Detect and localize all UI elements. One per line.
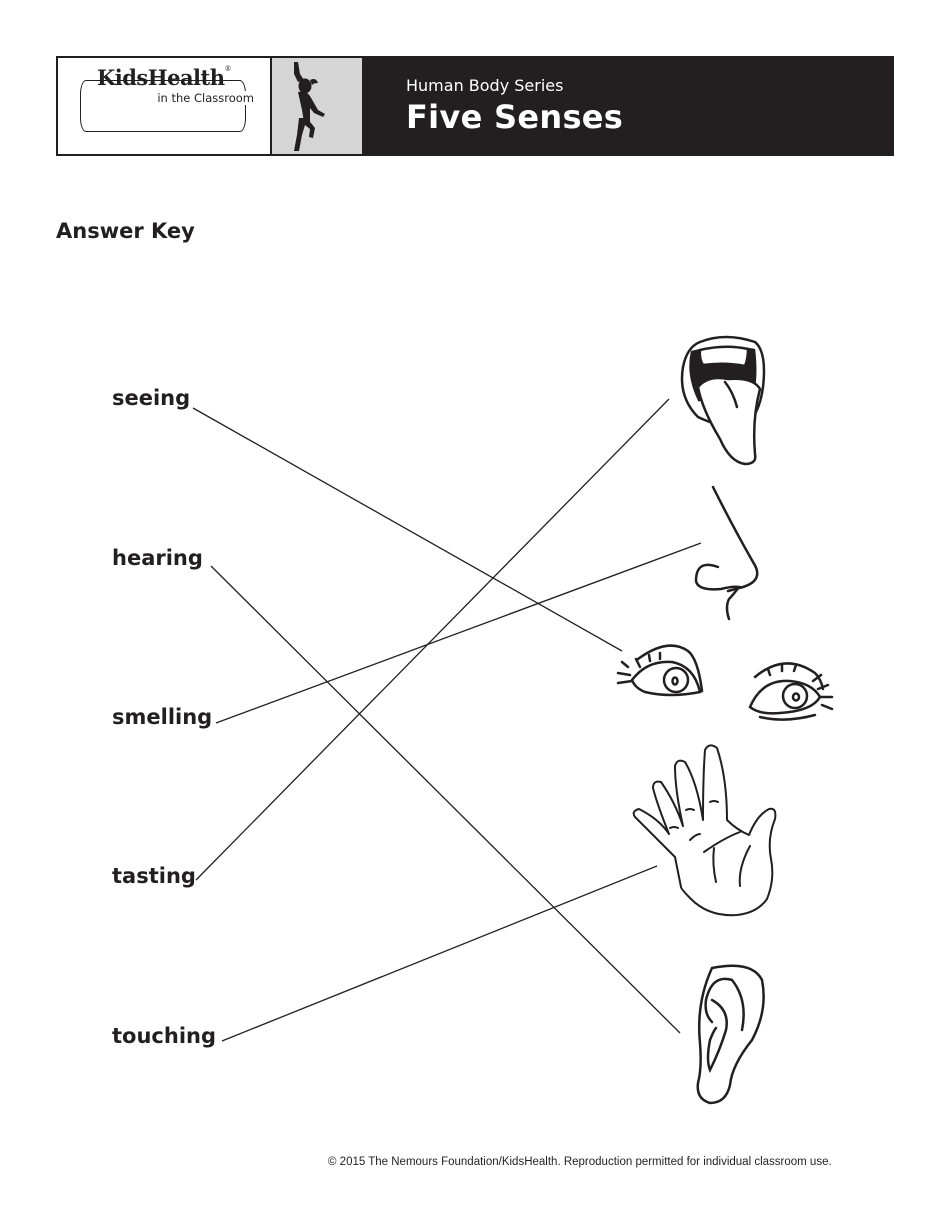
logo-subtitle: in the Classroom (155, 91, 256, 105)
sense-label-seeing: seeing (112, 386, 191, 410)
registered-mark: ® (224, 65, 232, 73)
logo-banner-frame (80, 80, 246, 132)
kidshealth-logo: KidsHealth® in the Classroom (58, 58, 272, 154)
sense-label-hearing: hearing (112, 546, 203, 570)
sense-label-touching: touching (112, 1024, 216, 1048)
sense-label-tasting: tasting (112, 864, 196, 888)
jumping-child-silhouette (272, 58, 362, 154)
nose-icon (694, 485, 759, 621)
series-label: Human Body Series (406, 76, 564, 95)
copyright-footer: © 2015 The Nemours Foundation/KidsHealth… (328, 1156, 832, 1168)
child-silhouette-icon (294, 62, 325, 151)
eyes-icon (616, 644, 834, 721)
worksheet-header: KidsHealth® in the Classroom Human Body … (56, 56, 894, 156)
hand-icon (632, 744, 777, 917)
line-touching-to-hand (221, 865, 658, 1042)
title-banner: Human Body Series Five Senses (362, 58, 892, 154)
line-tasting-to-mouth (195, 398, 670, 881)
line-seeing-to-eyes (192, 407, 623, 652)
logo-text: KidsHealth (97, 65, 225, 90)
mouth-icon (680, 335, 766, 466)
section-title: Answer Key (56, 219, 195, 243)
page-title: Five Senses (406, 98, 624, 136)
ear-icon (696, 964, 765, 1105)
sense-label-smelling: smelling (112, 705, 213, 729)
